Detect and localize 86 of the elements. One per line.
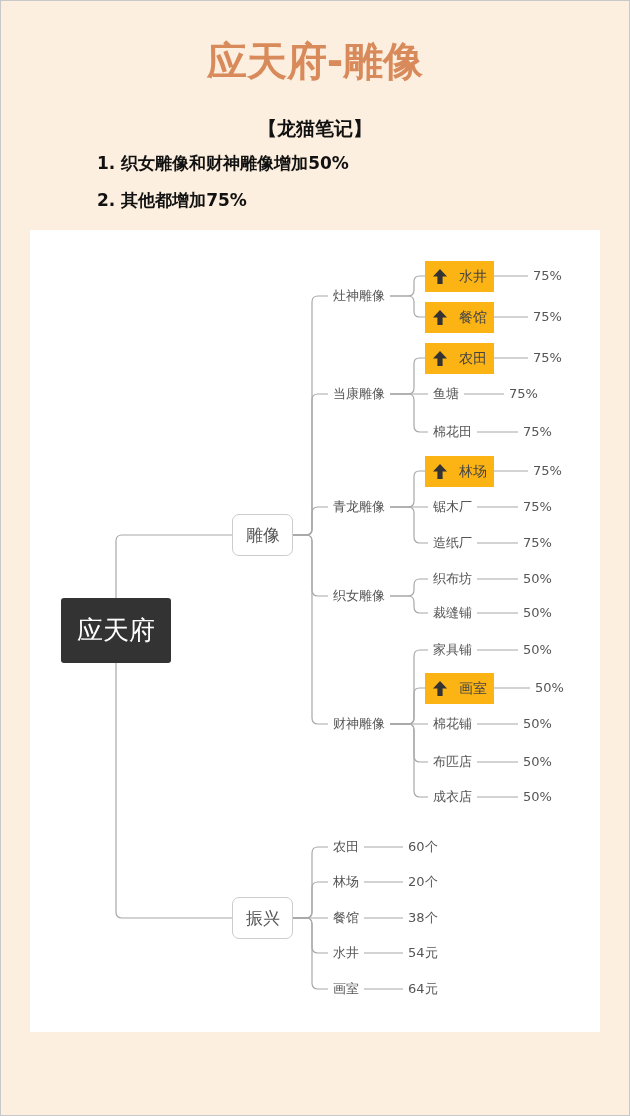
- topic-text: 当康雕像: [333, 385, 385, 403]
- topic-box: 雕像: [232, 514, 293, 556]
- topic-text: 餐馆: [333, 909, 359, 927]
- connector-line: [363, 881, 404, 883]
- value-text: 75%: [533, 308, 562, 326]
- value-text: 60个: [408, 838, 438, 856]
- value-text: 75%: [533, 462, 562, 480]
- node-text: 画室: [459, 679, 487, 697]
- connector-line: [115, 534, 233, 599]
- topic-text: 锯木厂: [433, 498, 472, 516]
- topic-text: 成衣店: [433, 788, 472, 806]
- value-text: 75%: [509, 385, 538, 403]
- connector-line: [389, 295, 426, 318]
- note-heading: 【龙猫笔记】: [258, 116, 372, 140]
- value-text: 38个: [408, 909, 438, 927]
- node-text: 水井: [459, 267, 487, 285]
- topic-text: 财神雕像: [333, 715, 385, 733]
- connector-line: [493, 687, 531, 689]
- highlight-box: [425, 455, 494, 487]
- value-text: 75%: [523, 534, 552, 552]
- connector-line: [389, 723, 429, 798]
- value-text: 50%: [523, 753, 552, 771]
- topic-text: 林场: [333, 873, 359, 891]
- root-box: 应天府: [61, 598, 171, 663]
- value-text: 20个: [408, 873, 438, 891]
- highlight-box: [425, 260, 494, 292]
- highlight-box: [425, 301, 494, 333]
- value-text: 75%: [523, 498, 552, 516]
- connector-line: [389, 506, 429, 544]
- connector-line: [476, 542, 519, 544]
- connector-line: [476, 506, 519, 508]
- note-item: 1. 织女雕像和财神雕像增加50%: [97, 152, 349, 175]
- value-text: 64元: [408, 980, 438, 998]
- highlight-box: [425, 672, 494, 704]
- value-text: 75%: [533, 349, 562, 367]
- value-text: 75%: [523, 423, 552, 441]
- connector-line: [476, 649, 519, 651]
- note-item: 2. 其他都增加75%: [97, 189, 247, 212]
- connector-line: [363, 917, 404, 919]
- topic-text: 裁缝铺: [433, 604, 472, 622]
- connector-line: [493, 275, 529, 277]
- topic-text: 布匹店: [433, 753, 472, 771]
- connector-line: [389, 393, 429, 433]
- connector-line: [363, 952, 404, 954]
- connector-line: [476, 612, 519, 614]
- connector-line: [476, 796, 519, 798]
- connector-line: [292, 917, 329, 990]
- topic-text: 灶神雕像: [333, 287, 385, 305]
- topic-text: 家具铺: [433, 641, 472, 659]
- node-text: 餐馆: [459, 308, 487, 326]
- topic-text: 鱼塘: [433, 385, 459, 403]
- highlight-box: [425, 342, 494, 374]
- title: 应天府-雕像: [206, 37, 424, 86]
- connector-line: [463, 393, 505, 395]
- value-text: 50%: [523, 604, 552, 622]
- value-text: 50%: [523, 641, 552, 659]
- connector-line: [363, 988, 404, 990]
- value-text: 50%: [523, 715, 552, 733]
- connector-line: [389, 595, 429, 614]
- topic-text: 水井: [333, 944, 359, 962]
- topic-text: 织布坊: [433, 570, 472, 588]
- connector-line: [115, 662, 233, 919]
- value-text: 50%: [523, 788, 552, 806]
- topic-text: 造纸厂: [433, 534, 472, 552]
- value-text: 50%: [523, 570, 552, 588]
- value-text: 54元: [408, 944, 438, 962]
- connector-line: [476, 431, 519, 433]
- connector-line: [476, 723, 519, 725]
- topic-text: 农田: [333, 838, 359, 856]
- node-text: 农田: [459, 349, 487, 367]
- value-text: 50%: [535, 679, 564, 697]
- topic-text: 画室: [333, 980, 359, 998]
- connector-line: [493, 470, 529, 472]
- node-text: 林场: [459, 462, 487, 480]
- connector-line: [292, 534, 329, 725]
- topic-text: 棉花铺: [433, 715, 472, 733]
- topic-text: 棉花田: [433, 423, 472, 441]
- connector-line: [476, 761, 519, 763]
- topic-box: 振兴: [232, 897, 293, 939]
- topic-text: 青龙雕像: [333, 498, 385, 516]
- connector-line: [363, 846, 404, 848]
- connector-line: [493, 357, 529, 359]
- connector-line: [476, 578, 519, 580]
- value-text: 75%: [533, 267, 562, 285]
- connector-line: [493, 316, 529, 318]
- topic-text: 织女雕像: [333, 587, 385, 605]
